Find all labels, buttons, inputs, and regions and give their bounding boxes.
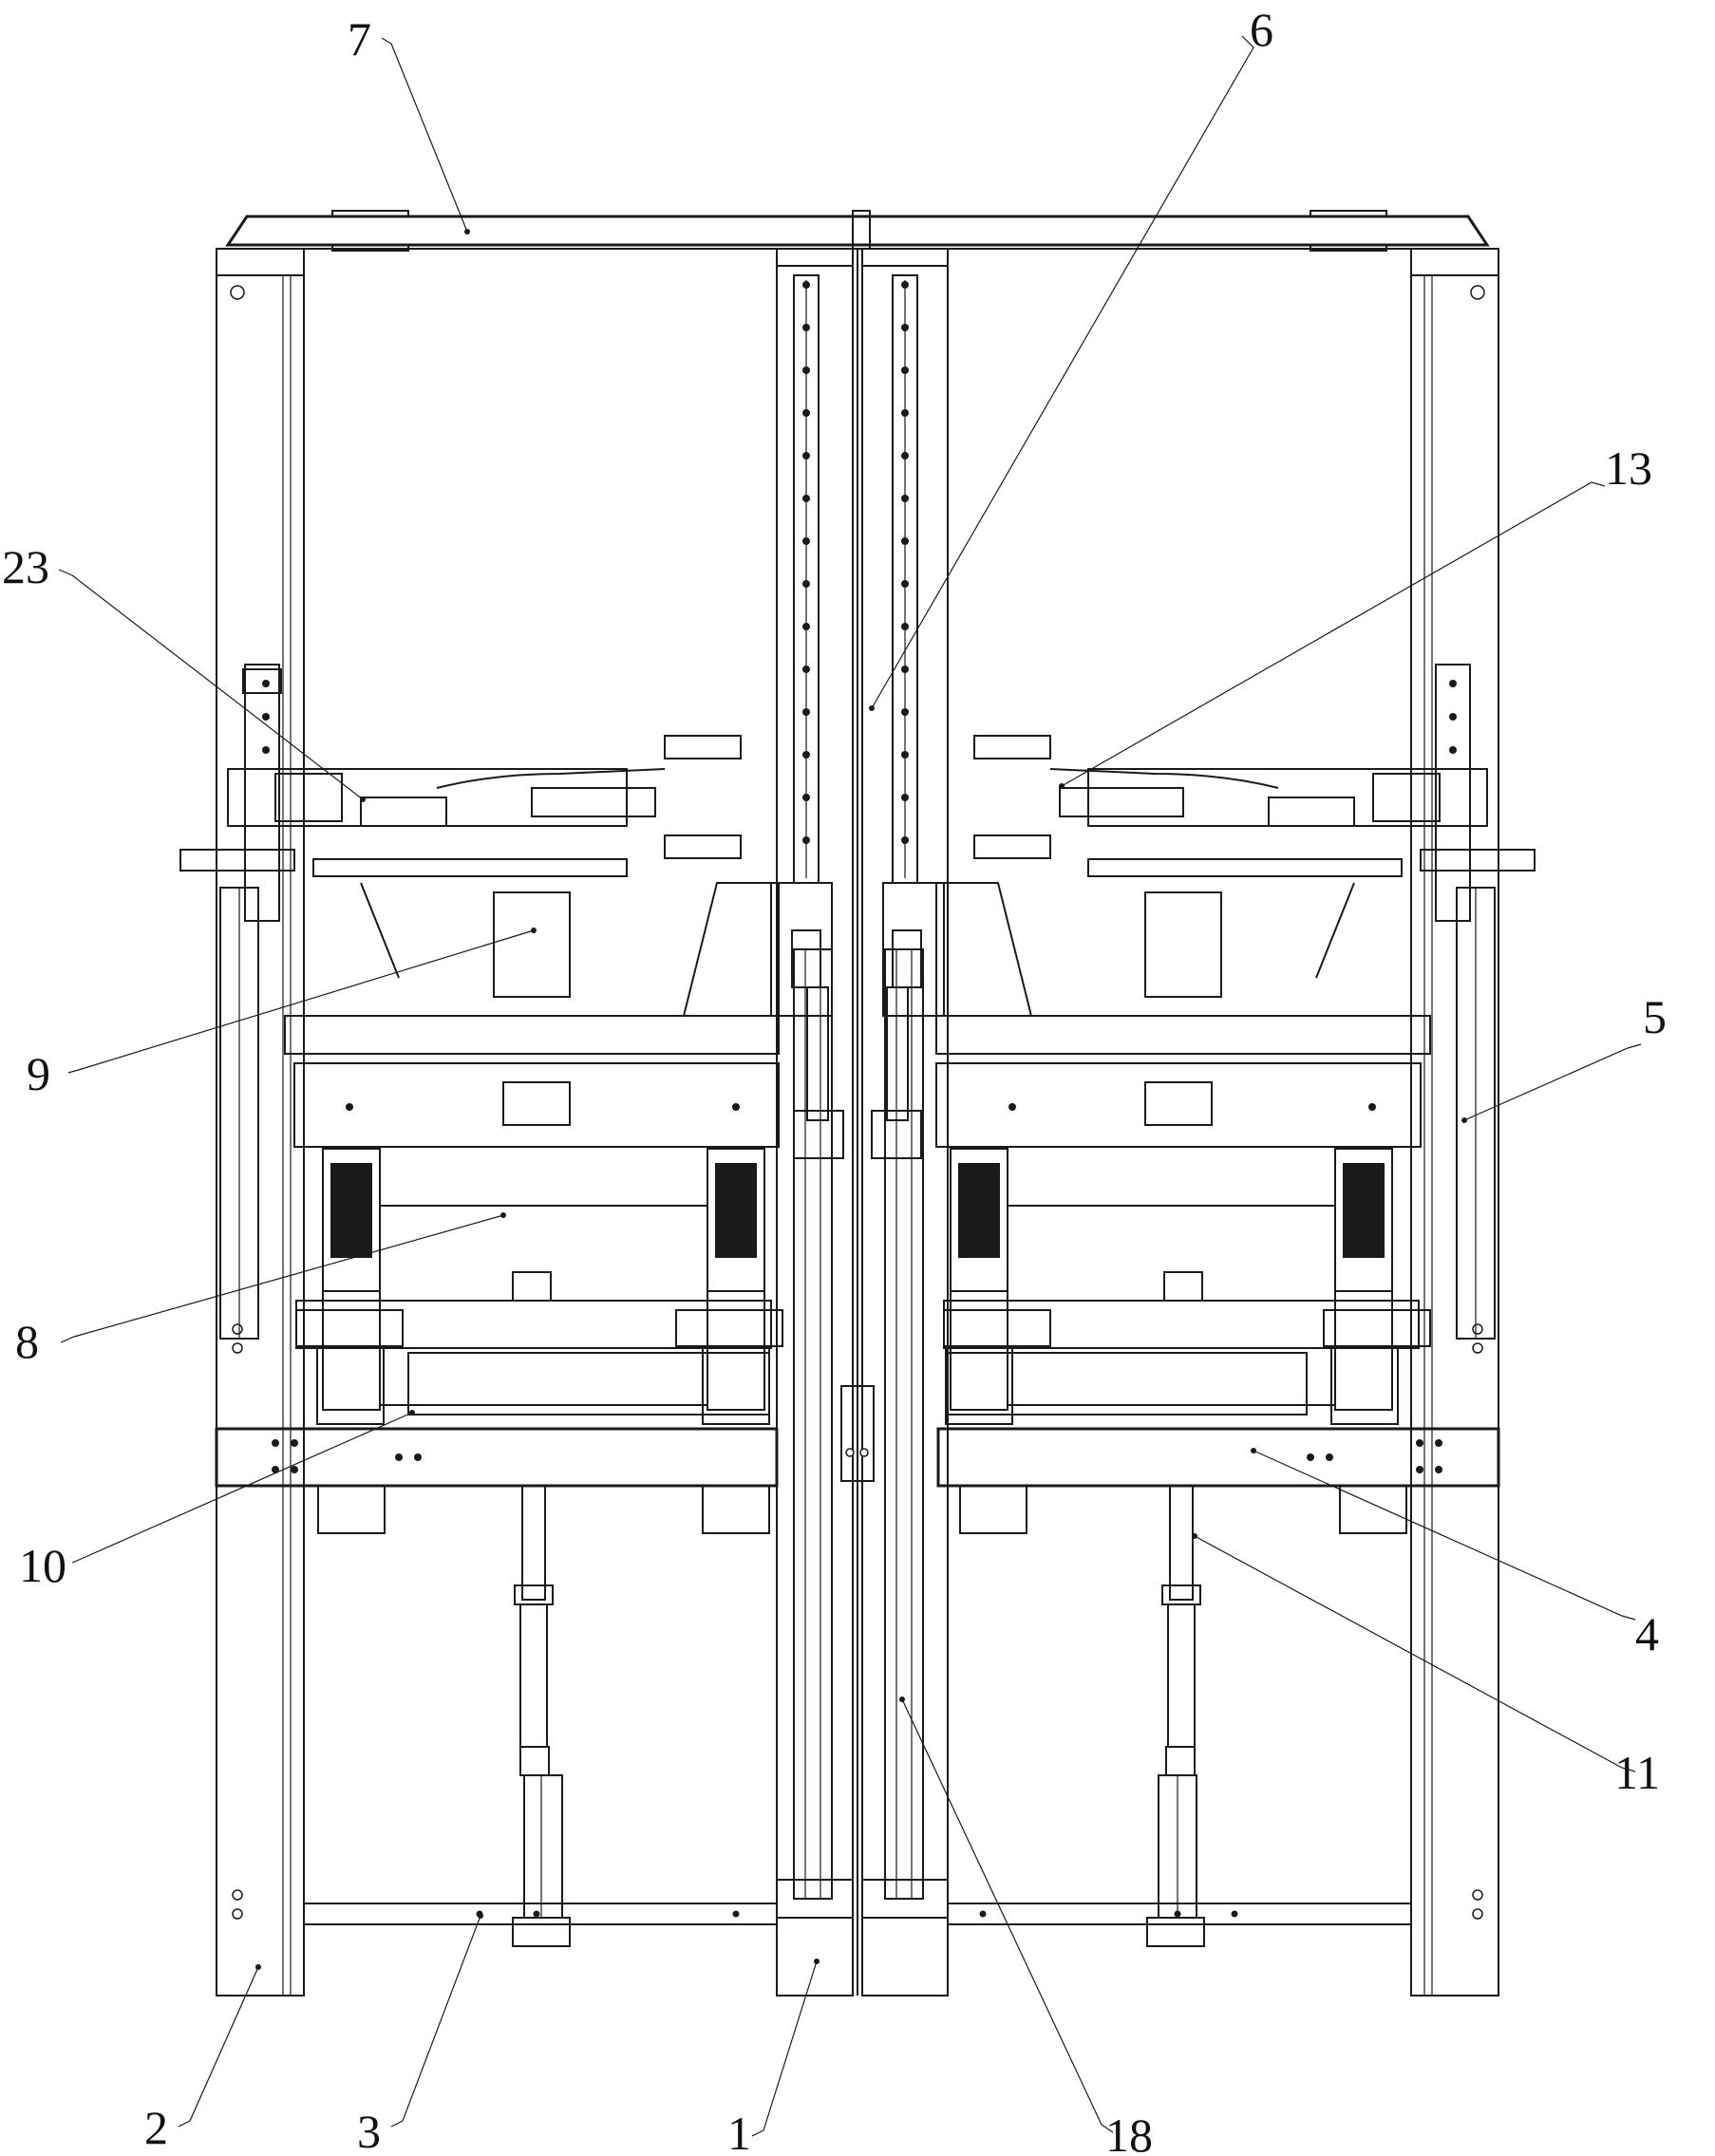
left-lower-crossbeam — [215, 1427, 779, 1534]
left-upper-crossbeam — [293, 891, 780, 1148]
right-bottom-tie-bar — [947, 1903, 1412, 1925]
top-beam — [217, 210, 1498, 252]
left-lower-cylinder — [512, 1485, 571, 1947]
left-side-rail — [219, 664, 282, 1340]
center-column-left — [776, 248, 854, 1997]
label-10: 10 — [19, 1539, 66, 1592]
label-4: 4 — [1635, 1607, 1659, 1660]
right-lower-crossbeam — [936, 1427, 1500, 1534]
right-outer-column — [1410, 248, 1499, 1997]
label-9: 9 — [27, 1047, 50, 1100]
right-lower-cylinder — [1146, 1485, 1205, 1947]
label-18: 18 — [1105, 2109, 1153, 2156]
center-lift-cylinders — [770, 882, 945, 1482]
right-spring-struts — [950, 1148, 1393, 1411]
right-upper-crossbeam — [935, 891, 1422, 1148]
label-6: 6 — [1250, 3, 1273, 56]
center-rail-holes — [802, 281, 909, 844]
left-upper-clamp — [179, 735, 780, 1055]
label-13: 13 — [1605, 441, 1652, 495]
label-23: 23 — [2, 540, 49, 593]
label-5: 5 — [1643, 990, 1667, 1043]
right-upper-clamp — [935, 735, 1536, 1055]
leader-lines — [58, 35, 1642, 2137]
label-2: 2 — [144, 2101, 168, 2154]
left-spring-struts — [322, 1148, 765, 1411]
left-outer-column — [216, 248, 305, 1997]
label-3: 3 — [357, 2105, 381, 2156]
part-labels: 7 6 13 23 9 5 8 10 4 11 2 3 1 18 — [2, 3, 1667, 2156]
right-middle-frame — [943, 1271, 1431, 1425]
center-column-right — [861, 248, 949, 1997]
right-side-rail — [1435, 664, 1496, 1340]
label-1: 1 — [727, 2107, 751, 2156]
label-11: 11 — [1614, 1746, 1660, 1799]
left-bottom-tie-bar — [303, 1903, 778, 1925]
left-middle-frame — [295, 1271, 783, 1425]
label-8: 8 — [15, 1315, 39, 1368]
label-7: 7 — [348, 12, 371, 66]
